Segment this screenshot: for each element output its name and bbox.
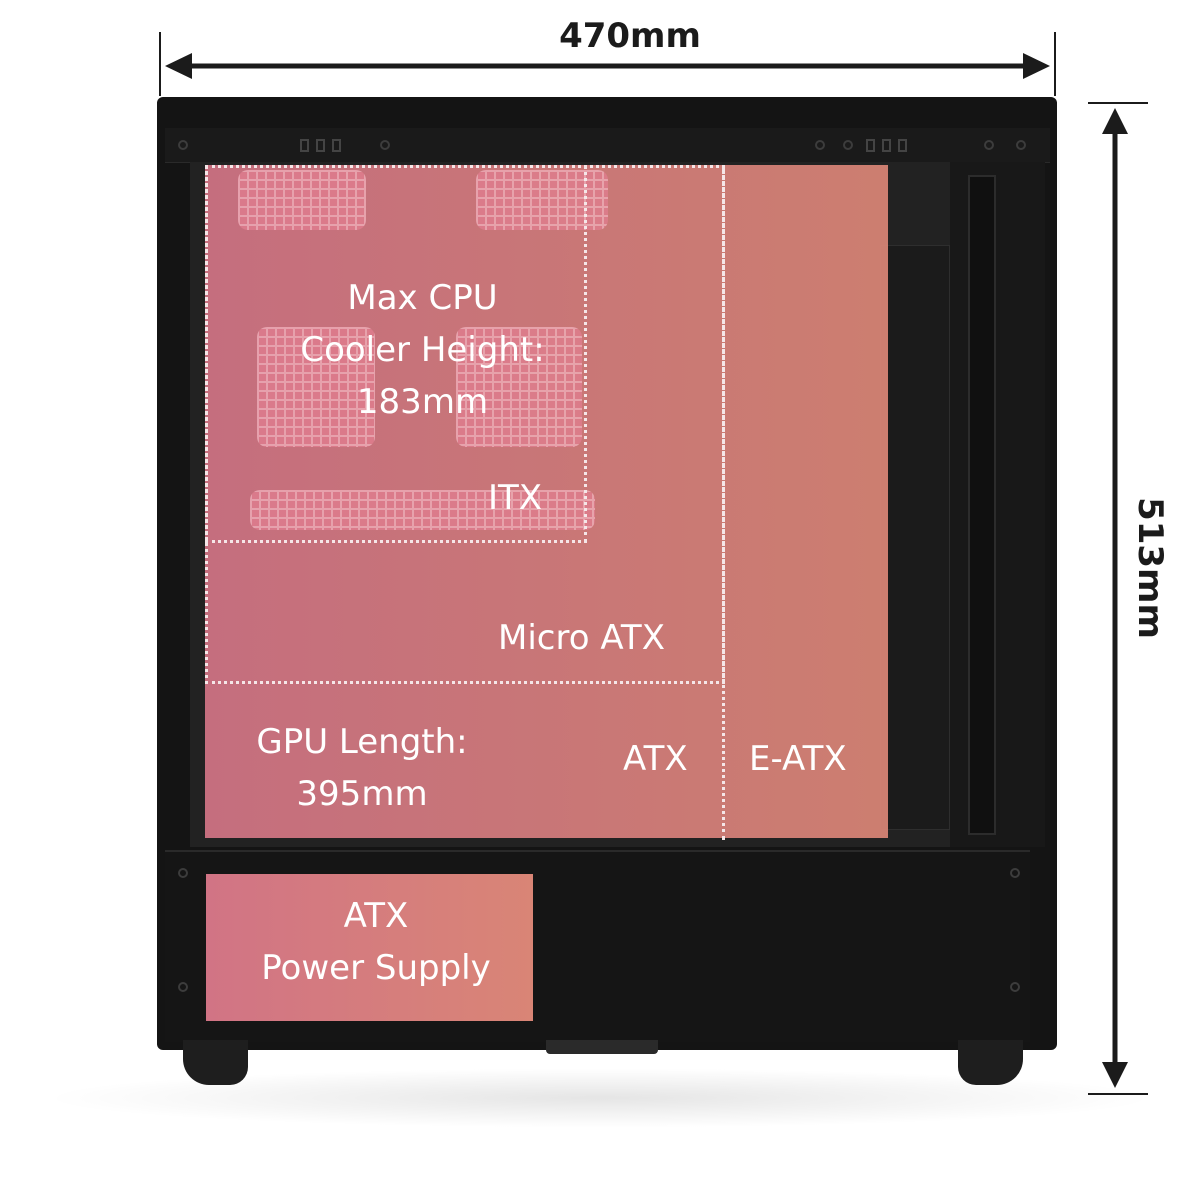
io-port (882, 139, 891, 152)
screw (1010, 982, 1020, 992)
atx-boundary (722, 168, 725, 840)
cpu-cooler-label-line3: 183mm (356, 382, 489, 422)
psu-label: ATX Power Supply (206, 890, 546, 994)
psu-label-line1: ATX (343, 896, 409, 936)
io-port (316, 139, 325, 152)
case-foot-left (183, 1040, 248, 1085)
screw (1010, 868, 1020, 878)
screw (380, 140, 390, 150)
screw (1016, 140, 1026, 150)
screw (178, 140, 188, 150)
screw (178, 868, 188, 878)
height-arrowhead-top (1102, 108, 1128, 134)
height-arrowhead-bottom (1102, 1062, 1128, 1088)
case-foot-right (958, 1040, 1023, 1085)
side-rail (968, 175, 996, 835)
gpu-length-label: GPU Length: 395mm (212, 716, 512, 820)
fan-grille (456, 327, 582, 447)
eatx-label: E-ATX (749, 739, 847, 779)
screw (815, 140, 825, 150)
atx-label: ATX (623, 739, 688, 779)
screw (843, 140, 853, 150)
cable-management-panel (950, 162, 1045, 847)
screw (984, 140, 994, 150)
cpu-cooler-label-line2: Cooler Height: (300, 330, 545, 370)
cpu-cooler-label: Max CPU Cooler Height: 183mm (250, 272, 595, 428)
width-arrowhead-right (1023, 53, 1050, 79)
width-arrowhead-left (165, 53, 192, 79)
height-dimension-label: 513mm (1130, 497, 1170, 639)
micro-atx-label: Micro ATX (498, 618, 665, 658)
io-port (866, 139, 875, 152)
itx-label: ITX (488, 478, 543, 518)
gpu-length-label-line1: GPU Length: (256, 722, 468, 762)
psu-zone (206, 874, 533, 1021)
width-dimension-label: 470mm (559, 16, 701, 56)
fan-grille (238, 170, 366, 230)
fan-grille (257, 327, 375, 447)
screw (178, 982, 188, 992)
io-port (898, 139, 907, 152)
psu-label-line2: Power Supply (261, 948, 491, 988)
case-bottom-strip (546, 1040, 658, 1054)
fan-grille (250, 490, 595, 530)
motherboard-tray-edge (880, 245, 950, 830)
io-port (300, 139, 309, 152)
cpu-cooler-label-line1: Max CPU (347, 278, 498, 318)
case-top-strip (165, 128, 1050, 163)
io-port (332, 139, 341, 152)
gpu-length-label-line2: 395mm (296, 774, 428, 814)
